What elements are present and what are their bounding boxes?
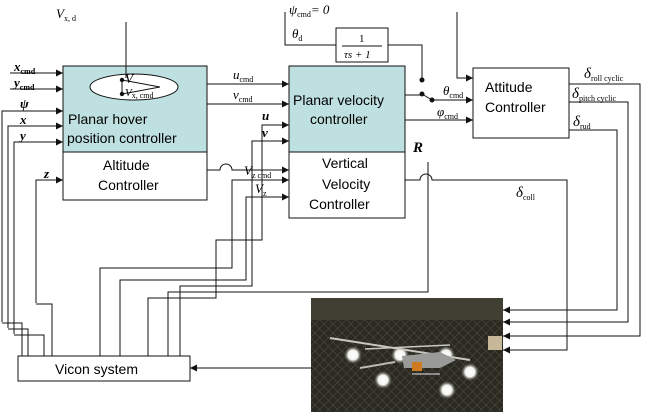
altitude-label-2: Controller <box>98 177 159 193</box>
altitude-controller-block: Altitude Controller <box>62 151 208 201</box>
vertical-label-2: Velocity <box>322 176 370 192</box>
altitude-label-1: Altitude <box>103 157 150 173</box>
r-label: R <box>412 140 423 156</box>
psi-cmd-label: ψcmd= 0 <box>289 2 330 19</box>
inner-vx-cmd-label: Vx, cmd <box>125 87 154 100</box>
x-cmd-label: xcmd <box>13 59 36 76</box>
vicon-label: Vicon system <box>55 361 138 377</box>
planar-velocity-block: Planar velocity controller <box>288 65 406 153</box>
planar-hover-label-1: Planar hover <box>68 111 148 127</box>
psi-label: ψ <box>20 96 29 111</box>
theta-d-label: θd <box>292 26 302 43</box>
phi-cmd-label: φcmd <box>437 104 458 121</box>
x-label: x <box>19 112 27 127</box>
vz-label: Vz <box>255 181 267 198</box>
attitude-label-1: Attitude <box>485 79 533 95</box>
planar-velocity-label-2: controller <box>310 111 368 127</box>
vicon-system-block: Vicon system <box>17 355 191 382</box>
vertical-label-1: Vertical <box>322 155 368 171</box>
planar-hover-block: Planar hover position controller V Vx, c… <box>62 65 208 153</box>
theta-cmd-label: θcmd <box>443 83 463 100</box>
vertical-velocity-block: Vertical Velocity Controller <box>288 151 406 219</box>
vz-cmd-label: Vz cmd <box>244 163 271 180</box>
u-label: u <box>262 108 269 123</box>
filter-denominator: τs + 1 <box>344 49 371 61</box>
helicopter-photo <box>311 298 503 412</box>
y-cmd-label: ycmd <box>12 75 35 92</box>
inner-v-label: V <box>125 71 135 86</box>
z-label: z <box>43 166 50 181</box>
v-label: v <box>262 125 268 140</box>
vertical-label-3: Controller <box>309 196 370 212</box>
filter-block: 1 τs + 1 <box>335 27 389 63</box>
delta-pitch-label: δpitch cyclic <box>572 86 617 103</box>
filter-numerator: 1 <box>359 33 365 45</box>
attitude-label-2: Controller <box>485 99 546 115</box>
u-cmd-label: ucmd <box>233 67 253 84</box>
v-cmd-label: vcmd <box>233 87 253 104</box>
delta-rud-label: δrud <box>573 114 591 131</box>
planar-hover-label-2: position controller <box>67 130 177 146</box>
vxd-label: Vx, d <box>56 6 76 23</box>
y-label: y <box>18 128 26 143</box>
attitude-controller-block: Attitude Controller <box>472 67 570 139</box>
delta-roll-label: δroll cyclic <box>584 66 624 83</box>
planar-velocity-label-1: Planar velocity <box>293 92 384 108</box>
delta-coll-label: δcoll <box>516 185 536 202</box>
